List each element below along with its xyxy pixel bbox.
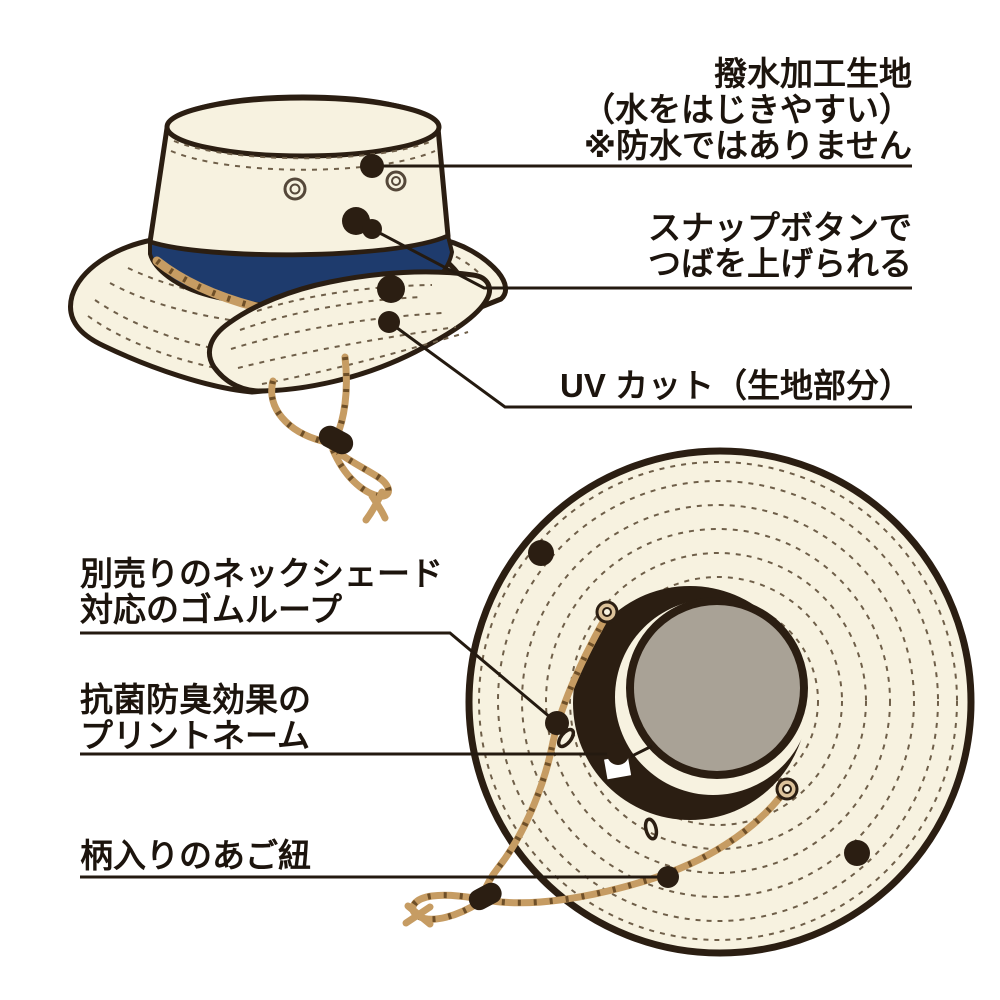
rope-eyelet — [775, 777, 799, 801]
vent-eyelet — [385, 170, 407, 192]
vent-eyelet — [283, 177, 307, 201]
cord-lock-toggle — [468, 882, 502, 911]
callout-line-snap-button — [371, 227, 912, 290]
callout-point-print-name — [607, 743, 629, 765]
callout-point-elastic-loop — [545, 711, 569, 735]
crown-stitching — [170, 140, 436, 171]
label-line: 柄入りのあご紐 — [80, 837, 311, 874]
label-line: 撥水加工生地 — [714, 55, 912, 92]
chin-cord — [268, 353, 392, 524]
label-line: 別売りのネックシェード — [80, 555, 443, 592]
snap-button-flap — [377, 275, 405, 303]
label-line: 抗菌防臭効果の — [80, 681, 311, 718]
label-line: スナップボタンで — [648, 209, 912, 246]
callout-label-uv-cut: UV カット（生地部分） — [560, 368, 912, 404]
hat-bottom-view — [402, 447, 975, 957]
callout-point-snap-button — [362, 219, 382, 239]
cord-lock-toggle — [318, 425, 354, 455]
callout-lines — [80, 154, 912, 888]
snap-button-underside — [844, 840, 870, 866]
callout-label-chin-strap: 柄入りのあご紐 — [80, 838, 311, 874]
crown-top — [164, 95, 442, 159]
elastic-loop — [643, 817, 659, 841]
callout-point-chin-strap — [657, 866, 679, 888]
label-line: つばを上げられる — [648, 245, 912, 282]
brim-upturned-flap — [207, 269, 492, 394]
label-line: プリントネーム — [80, 717, 311, 754]
callout-line-uv-cut — [388, 320, 912, 409]
rope-eyelet — [595, 600, 619, 624]
callout-label-print-name: 抗菌防臭効果の プリントネーム — [80, 682, 311, 754]
crown-interior-top — [626, 597, 808, 779]
flap-stitching — [230, 284, 469, 385]
callout-label-snap-button: スナップボタンで つばを上げられる — [648, 210, 912, 282]
callout-point-uv-cut — [378, 311, 400, 333]
callout-label-elastic-loop: 別売りのネックシェード 対応のゴムループ — [80, 556, 443, 628]
hat-side-view — [68, 94, 508, 524]
label-line: 対応のゴムループ — [80, 591, 343, 628]
label-line: ※防水ではありません — [583, 127, 912, 164]
callout-label-water-repellent: 撥水加工生地 （水をはじきやすい） ※防水ではありません — [582, 56, 912, 164]
label-line: （水をはじきやすい） — [582, 91, 912, 128]
snap-button-underside — [528, 540, 554, 566]
label-line: UV カット（生地部分） — [559, 367, 912, 404]
callout-line-elastic-loop — [80, 631, 558, 725]
callout-point-water-repellent — [360, 154, 384, 178]
elastic-loop — [556, 727, 576, 749]
